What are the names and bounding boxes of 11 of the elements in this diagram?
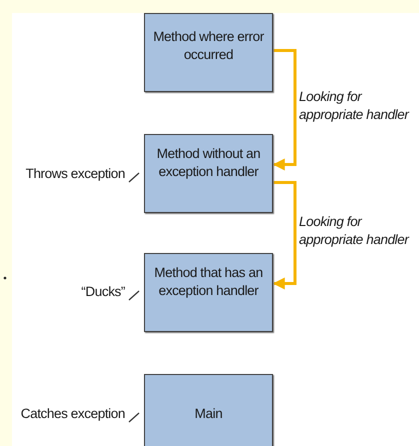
method-box: Method where error occurred bbox=[144, 13, 273, 92]
connector-arrow bbox=[272, 49, 296, 170]
edge-label: Looking for appropriate handler bbox=[299, 88, 410, 124]
method-box: Method that has an exception handler bbox=[144, 253, 273, 332]
method-box: Main bbox=[144, 374, 273, 446]
method-box: Method without an exception handler bbox=[144, 134, 273, 213]
annotation-text: “Ducks” bbox=[81, 284, 125, 299]
connector-arrow bbox=[272, 181, 296, 290]
annotation-text: Throws exception bbox=[26, 166, 125, 181]
edge-label: Looking for appropriate handler bbox=[299, 213, 410, 250]
annotation-text: Catches exception bbox=[20, 406, 125, 421]
